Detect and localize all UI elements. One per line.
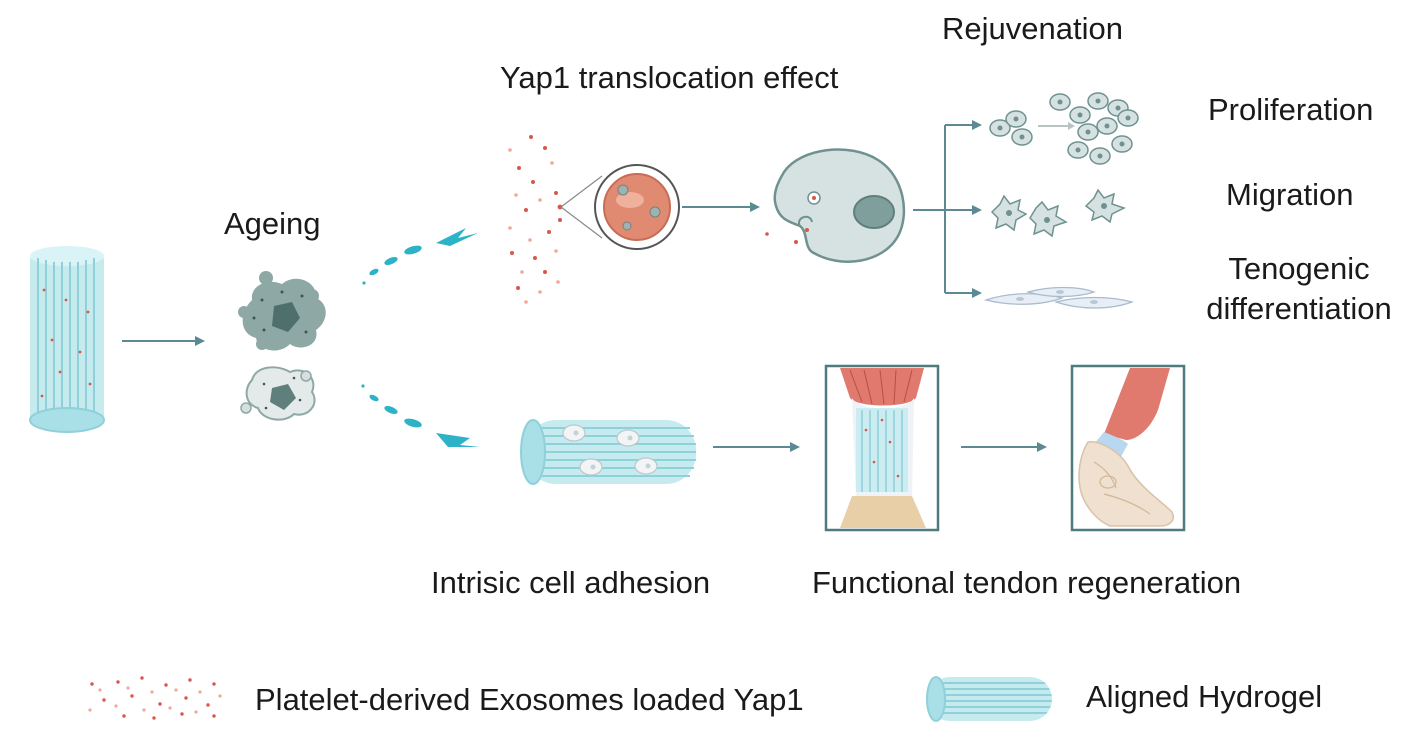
label-migration: Migration	[1226, 177, 1354, 212]
legend-hydrogel-label: Aligned Hydrogel	[1086, 679, 1323, 714]
aligned-hydrogel-vertical	[29, 246, 105, 433]
label-functional-regeneration: Functional tendon regeneration	[812, 565, 1242, 600]
foot-tendon-panel	[1070, 364, 1186, 532]
ageing-cell-dark	[238, 271, 326, 351]
aligned-hydrogel-horizontal	[520, 419, 696, 485]
exosome-cloud	[508, 135, 563, 304]
label-rejuvenation: Rejuvenation	[942, 11, 1123, 46]
label-intrinsic-adhesion: Intrisic cell adhesion	[431, 565, 711, 600]
legend-exosomes-label: Platelet-derived Exosomes loaded Yap1	[255, 682, 804, 717]
swoosh-arrow-lower	[361, 384, 480, 447]
exosome-dots-icon	[88, 676, 222, 720]
ageing-cell-light	[240, 366, 316, 421]
proliferation-cells	[989, 92, 1139, 165]
branch-arrows	[913, 120, 982, 298]
label-proliferation: Proliferation	[1208, 92, 1374, 127]
stem-cell	[765, 148, 906, 263]
tendon-repair-panel	[824, 364, 940, 532]
label-differentiation: differentiation	[1206, 291, 1392, 326]
label-yap1-translocation: Yap1 translocation effect	[500, 60, 839, 95]
aligned-hydrogel-icon	[926, 676, 1052, 722]
magnified-exosome	[560, 164, 680, 250]
label-ageing: Ageing	[224, 206, 321, 241]
label-tenogenic: Tenogenic	[1228, 251, 1370, 286]
swoosh-arrow-upper	[362, 228, 478, 285]
